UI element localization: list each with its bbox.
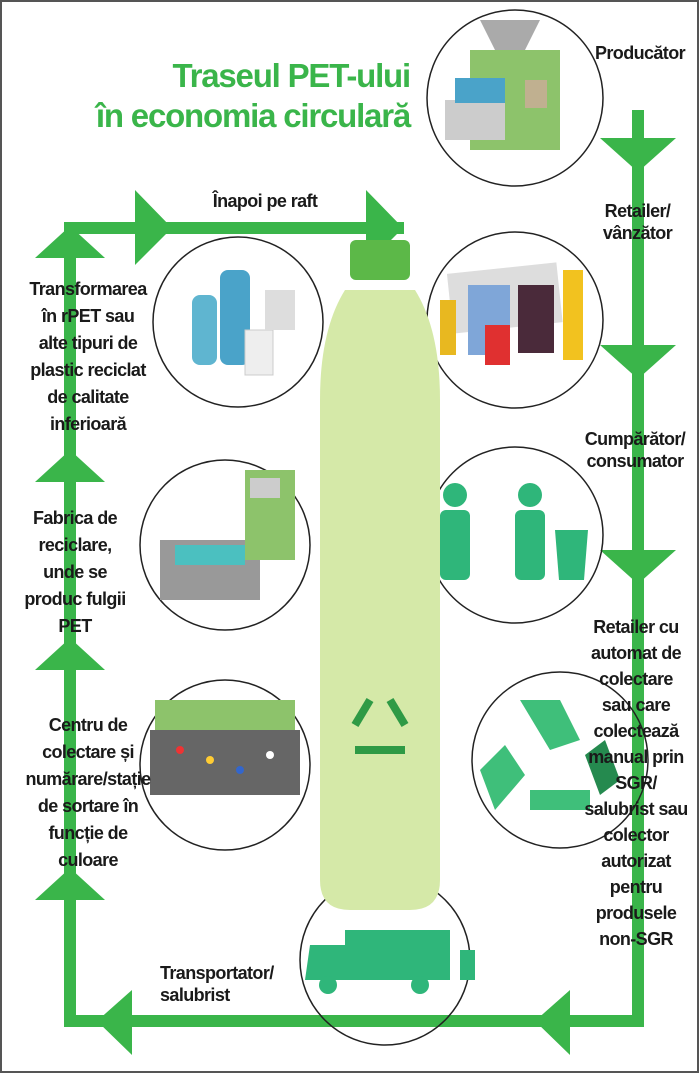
label-line: PET bbox=[58, 616, 92, 636]
label-line: autorizat bbox=[601, 851, 671, 871]
label-line: de calitate bbox=[47, 387, 129, 407]
label-line: culoare bbox=[58, 850, 118, 870]
label-line: inferioară bbox=[49, 414, 127, 434]
recycling-plant-icon bbox=[160, 470, 295, 600]
label-line: pentru bbox=[609, 877, 663, 897]
pet-bottle-image bbox=[320, 240, 440, 910]
arrow-left bbox=[535, 990, 570, 1055]
arrow-up bbox=[35, 868, 105, 900]
arrow-down bbox=[600, 550, 676, 584]
recycle-symbol-icon bbox=[351, 697, 409, 754]
label-line: sau care bbox=[601, 695, 671, 715]
label-line: non-SGR bbox=[599, 929, 673, 949]
label-line: reciclare, bbox=[38, 535, 112, 555]
label-line: Centru de bbox=[48, 715, 128, 735]
label-line: alte tipuri de bbox=[38, 333, 138, 353]
step-retailer: Retailer/ vânzător bbox=[585, 200, 690, 244]
page-title: Traseul PET-ului în economia circulară bbox=[80, 56, 411, 136]
arrow-up bbox=[35, 450, 105, 482]
label-line: SGR/ bbox=[615, 773, 657, 793]
label-line: în rPET sau bbox=[41, 306, 135, 326]
arrow-up bbox=[35, 638, 105, 670]
label-line: funcție de bbox=[48, 823, 128, 843]
flow-arrows bbox=[35, 110, 676, 1055]
label-line: consumator bbox=[586, 451, 684, 471]
label-line: salubrist bbox=[160, 985, 230, 1005]
arrow-down bbox=[600, 345, 676, 379]
label-line: de sortare în bbox=[37, 796, 139, 816]
label-line: produsele bbox=[595, 903, 677, 923]
step-consumer: Cumpărător/ consumator bbox=[575, 428, 695, 472]
step-factory: Fabrica de reciclare, unde se produc ful… bbox=[10, 505, 140, 640]
label-line: automat de bbox=[590, 643, 682, 663]
consumer-icon bbox=[440, 483, 588, 580]
step-transport: Transportator/ salubrist bbox=[160, 962, 290, 1006]
label-line: salubrist sau bbox=[584, 799, 688, 819]
recycle-bottles-icon bbox=[480, 700, 620, 810]
step-collection: Retailer cu automat de colectare sau car… bbox=[576, 614, 696, 952]
label-line: colector bbox=[603, 825, 669, 845]
title-line-1: Traseul PET-ului bbox=[172, 57, 411, 94]
label-line: numărare/stație bbox=[25, 769, 151, 789]
arrow-right bbox=[135, 190, 172, 265]
label-line: vânzător bbox=[602, 223, 673, 243]
label-line: Transformarea bbox=[29, 279, 147, 299]
label-line: colectează bbox=[593, 721, 679, 741]
label-line: manual prin bbox=[588, 747, 684, 767]
label-line: colectare bbox=[599, 669, 673, 689]
arrow-down bbox=[600, 138, 676, 172]
label-line: Fabrica de bbox=[32, 508, 118, 528]
step-back-to-shelf: Înapoi pe raft bbox=[212, 191, 318, 211]
label-line: produc fulgii bbox=[24, 589, 126, 609]
label-line: unde se bbox=[43, 562, 107, 582]
truck-icon bbox=[305, 930, 475, 994]
label-line: Transportator/ bbox=[160, 963, 274, 983]
plastic-items-icon bbox=[192, 270, 295, 376]
label-line: colectare și bbox=[42, 742, 134, 762]
sorting-line-icon bbox=[150, 700, 300, 795]
factory-machine-icon bbox=[445, 20, 560, 150]
label-line: Retailer cu bbox=[593, 617, 679, 637]
label-line: plastic reciclat bbox=[30, 360, 146, 380]
label-line: Cumpărător/ bbox=[584, 429, 686, 449]
step-producer: Producător bbox=[594, 43, 686, 63]
title-line-2: în economia circulară bbox=[95, 97, 411, 134]
groceries-icon bbox=[440, 262, 583, 365]
label-line: Retailer/ bbox=[604, 201, 671, 221]
step-transform: Transformarea în rPET sau alte tipuri de… bbox=[2, 276, 174, 438]
arrow-left bbox=[97, 990, 132, 1055]
arrow-up bbox=[35, 226, 105, 258]
step-sorting: Centru de colectare și numărare/stație d… bbox=[2, 712, 174, 874]
